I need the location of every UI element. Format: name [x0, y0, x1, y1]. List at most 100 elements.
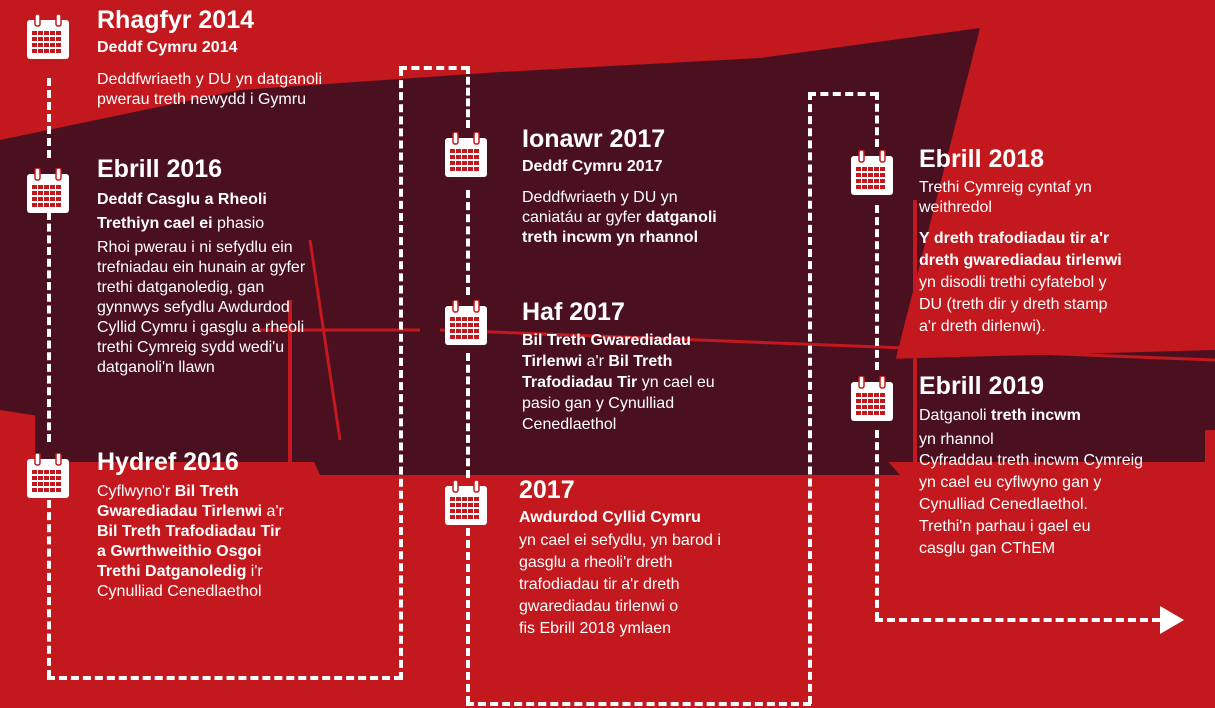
body-bold: a Gwrthweithio Osgoi — [97, 543, 262, 560]
body-bold: Trafodiadau Tir — [522, 374, 638, 391]
body-line: Deddfwriaeth y DU yn datganoli — [97, 71, 323, 88]
body-line: trethi Cymreig sydd wedi'u — [97, 339, 285, 356]
body-line: Cynulliad Cenedlaethol — [97, 583, 262, 600]
body-text: phasio — [212, 215, 265, 232]
entry-date: Rhagfyr 2014 — [97, 6, 255, 34]
timeline-line — [466, 528, 470, 704]
body-line: Cynulliad Cenedlaethol. — [919, 496, 1088, 513]
timeline-line — [466, 66, 470, 128]
timeline-line — [875, 618, 1160, 622]
timeline-line — [808, 92, 812, 704]
entry-body: Deddfwriaeth y DU yn caniatáu ar gyfer d… — [522, 188, 717, 248]
entry-body: Datganoli treth incwm yn rhannol — [919, 404, 1081, 452]
body-line: a'r dreth dirlenwi). — [919, 318, 1046, 335]
entry-date: 2017 — [519, 476, 575, 504]
entry-heading: Deddf Cymru 2017 — [522, 158, 663, 175]
body-line: gasglu a rheoli'r dreth — [519, 554, 673, 571]
entry-date: Haf 2017 — [522, 298, 625, 326]
timeline-line — [47, 676, 402, 680]
body-line: trefniadau ein hunain ar gyfer — [97, 259, 306, 276]
calendar-icon — [26, 167, 70, 214]
timeline-line — [875, 430, 879, 620]
entry-body: Cyfraddau treth incwm Cymreig yn cael eu… — [919, 450, 1143, 560]
entry-body: Bil Treth Gwarediadau Tirlenwi a'r Bil T… — [522, 330, 715, 435]
calendar-icon — [26, 452, 70, 499]
entry-date: Ebrill 2018 — [919, 145, 1045, 173]
entry-heading: Deddf Cymru 2014 — [97, 39, 238, 56]
entry-body: Deddfwriaeth y DU yn datganoli pwerau tr… — [97, 70, 322, 110]
body-line: yn cael ei sefydlu, yn barod i — [519, 532, 721, 549]
entry-date: Hydref 2016 — [97, 448, 239, 476]
body-line: Rhoi pwerau i ni sefydlu ein — [97, 239, 293, 256]
body-bold: dreth gwarediadau tirlenwi — [919, 252, 1122, 269]
timeline-line — [399, 66, 469, 70]
body-text: caniatáu ar gyfer — [522, 209, 646, 226]
entry-heading: Deddf Casglu a Rheoli — [97, 191, 267, 208]
timeline-line — [47, 500, 51, 678]
entry-body: yn cael ei sefydlu, yn barod i gasglu a … — [519, 530, 721, 640]
timeline-line — [808, 92, 878, 96]
body-text: a'r — [262, 503, 284, 520]
body-line: weithredol — [919, 199, 992, 216]
body-line: Cenedlaethol — [522, 416, 617, 433]
body-line: yn cael eu cyflwyno gan y — [919, 474, 1102, 491]
timeline-line — [875, 92, 879, 147]
body-line: Deddfwriaeth y DU yn — [522, 189, 678, 206]
timeline-line — [875, 205, 879, 370]
roof-silhouette — [0, 28, 980, 460]
timeline-line — [466, 702, 811, 706]
body-bold: Gwarediadau Tirlenwi — [97, 503, 263, 520]
body-text: i'r — [246, 563, 263, 580]
body-line: fis Ebrill 2018 ymlaen — [519, 620, 672, 637]
body-line: gynnwys sefydlu Awdurdod — [97, 299, 290, 316]
body-line: Trethi'n parhau i gael eu — [919, 518, 1091, 535]
timeline-line — [47, 212, 51, 442]
body-line: Cyfraddau treth incwm Cymreig — [919, 452, 1144, 469]
body-line: Trethi Cymreig cyntaf yn — [919, 179, 1092, 196]
body-line: yn rhannol — [919, 431, 994, 448]
body-bold: treth incwm — [991, 407, 1081, 424]
entry-body: Cyflwyno'r Bil Treth Gwarediadau Tirlenw… — [97, 482, 284, 602]
body-bold: treth incwm yn rhannol — [522, 229, 699, 246]
entry-date: Ebrill 2019 — [919, 372, 1045, 400]
calendar-icon — [850, 375, 894, 422]
entry-heading: Awdurdod Cyllid Cymru — [519, 509, 701, 526]
calendar-icon — [444, 479, 488, 526]
timeline-line — [466, 190, 470, 295]
body-line: DU (treth dir y dreth stamp — [919, 296, 1108, 313]
calendar-icon — [444, 299, 488, 346]
low-platform — [300, 430, 900, 475]
body-bold: Bil Treth — [608, 353, 673, 370]
body-line: Cyllid Cymru i gasglu a rheoli — [97, 319, 305, 336]
body-text: Cyflwyno'r — [97, 483, 175, 500]
body-text: a'r — [582, 353, 609, 370]
timeline-line — [466, 353, 470, 478]
body-line: trethi datganoledig, gan — [97, 279, 265, 296]
body-text: Datganoli — [919, 407, 992, 424]
arrow-right-icon — [1160, 606, 1184, 634]
body-line: pwerau treth newydd i Gymru — [97, 91, 306, 108]
calendar-icon — [850, 149, 894, 196]
timeline-line — [47, 78, 51, 158]
body-bold: datganoli — [645, 209, 717, 226]
entry-body: Deddf Casglu a Rheoli Trethiyn cael ei p… — [97, 188, 267, 236]
body-bold: Trethi Datganoledig — [97, 563, 247, 580]
entry-date: Ebrill 2016 — [97, 155, 223, 183]
body-line: pasio gan y Cynulliad — [522, 395, 675, 412]
entry-body: Trethi Cymreig cyntaf yn weithredol — [919, 178, 1092, 218]
entry-body: Rhoi pwerau i ni sefydlu ein trefniadau … — [97, 238, 305, 378]
body-bold: Bil Treth — [174, 483, 239, 500]
right-wing — [850, 350, 1215, 440]
entry-date: Ionawr 2017 — [522, 125, 666, 153]
body-line: trafodiadau tir a'r dreth — [519, 576, 680, 593]
body-line: casglu gan CThEM — [919, 540, 1056, 557]
timeline-line — [399, 68, 403, 680]
body-bold: Bil Treth Gwarediadau — [522, 332, 691, 349]
entry-body: Y dreth trafodiadau tir a'r dreth gwared… — [919, 228, 1122, 338]
entry-heading: Trethiyn cael ei — [97, 215, 213, 232]
body-bold: Tirlenwi — [522, 353, 583, 370]
calendar-icon — [26, 13, 70, 60]
body-line: gwarediadau tirlenwi o — [519, 598, 679, 615]
body-line: yn disodli trethi cyfatebol y — [919, 274, 1107, 291]
